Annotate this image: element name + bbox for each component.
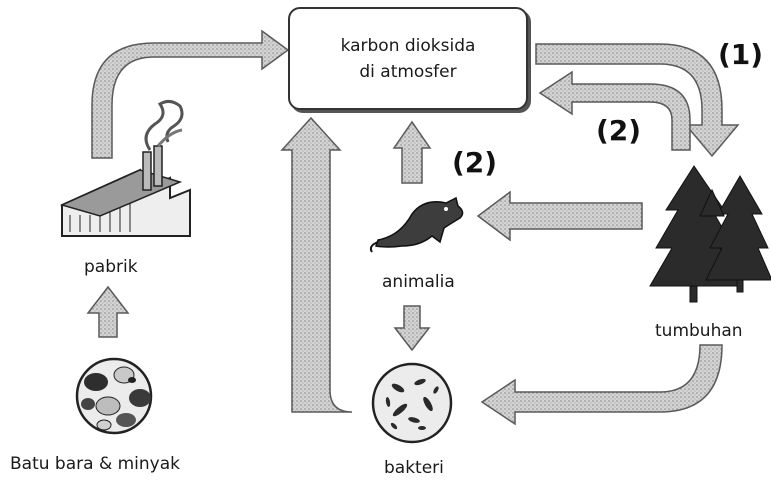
arrow-bacteria-to-atmosphere	[282, 118, 352, 412]
atmosphere-box: karbon dioksida di atmosfer	[288, 7, 528, 110]
fuel-label: Batu bara & minyak	[10, 454, 180, 474]
bacteria-icon	[373, 364, 451, 442]
arrow-animal-to-atmosphere	[394, 122, 430, 183]
atmosphere-label-line2: di atmosfer	[359, 59, 456, 85]
arrow-animal-to-bacteria	[395, 306, 429, 350]
coal-and-oil-icon	[77, 359, 151, 433]
bacteria-label: bakteri	[384, 458, 444, 478]
rat-icon	[371, 198, 463, 252]
pine-trees-icon	[650, 166, 771, 302]
arrow-plant-to-bacteria	[482, 345, 722, 424]
atmosphere-label-line1: karbon dioksida	[341, 33, 476, 59]
arrow-fuel-to-factory	[88, 287, 128, 337]
arrow-factory-to-atmosphere	[92, 31, 288, 158]
marker-photosynthesis: (1)	[718, 38, 763, 71]
arrow-plant-to-animal	[478, 192, 642, 240]
marker-animal-respiration: (2)	[452, 146, 497, 179]
factory-label: pabrik	[84, 257, 138, 277]
marker-plant-respiration: (2)	[596, 114, 641, 147]
plant-label: tumbuhan	[655, 321, 743, 341]
animal-label: animalia	[382, 272, 455, 292]
factory-icon	[62, 101, 190, 236]
